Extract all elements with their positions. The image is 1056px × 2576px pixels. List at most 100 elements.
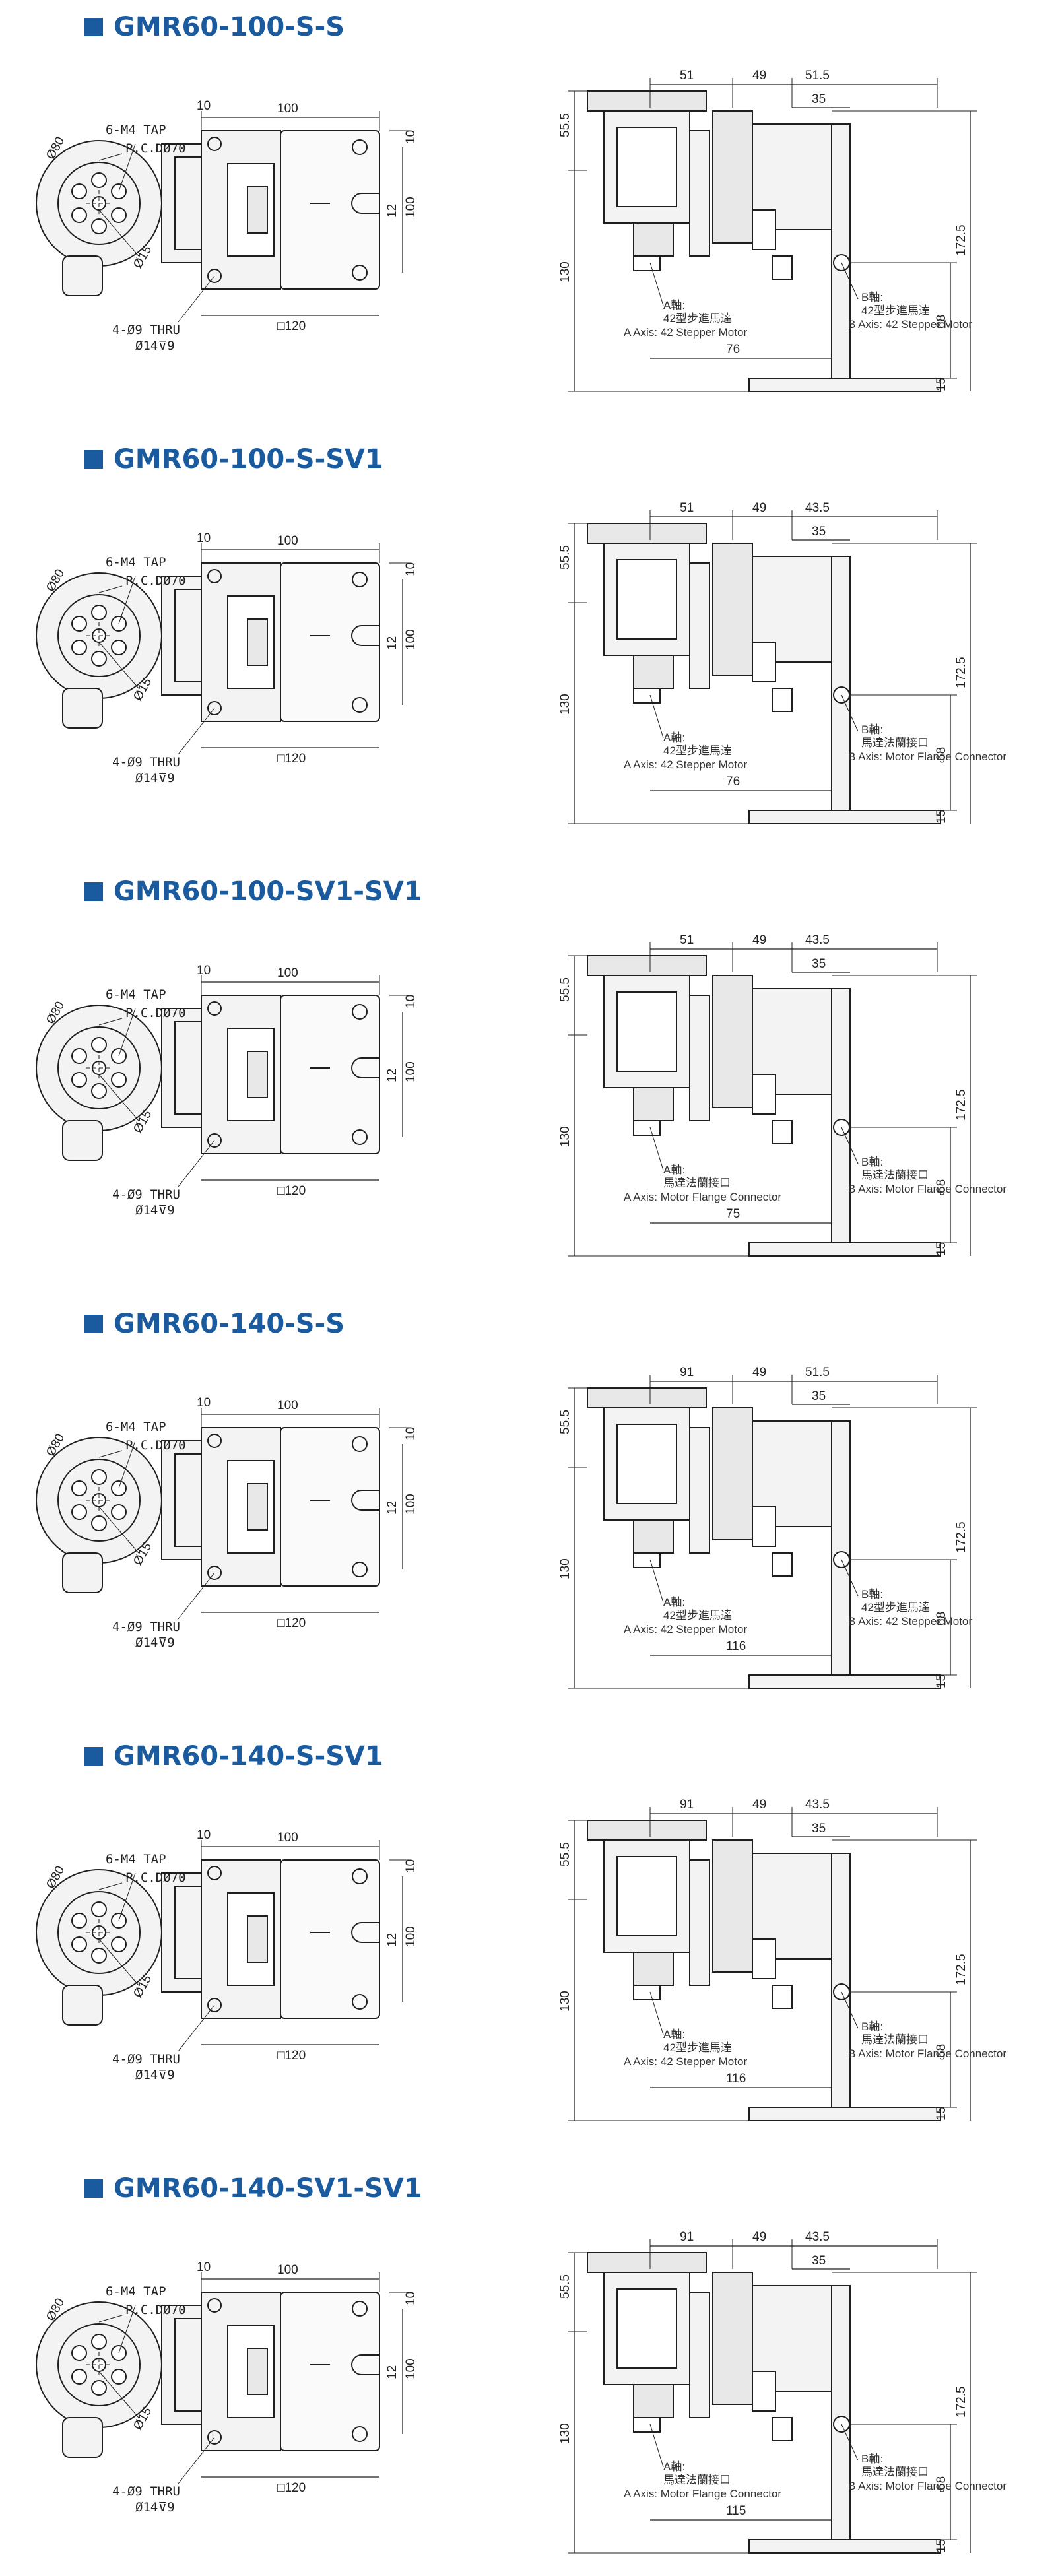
side-view [568,510,977,824]
label-35: 35 [812,2254,826,2268]
leader-15 [98,642,139,689]
housing-neck [161,1008,202,1128]
label-15: 15 [935,378,948,391]
tap-hole [111,1072,127,1088]
label-10-right: 10 [404,1859,418,1873]
label-100-right: 100 [404,1494,418,1515]
leader-15 [98,1074,139,1121]
plate-bolt [352,1562,368,1577]
plate-bolt [352,1129,368,1145]
leader-b [841,1559,859,1597]
label-55-5: 55.5 [558,1410,572,1434]
a-axis-label-zh: A軸: [663,731,685,744]
tap-hole [91,218,107,234]
label-tap: 6-M4 TAP [106,2284,166,2299]
side-view-labels: 51 49 43.5 35 55.5 130 172.5 68 15 76 A軸… [558,501,1006,824]
plate-slot [351,2354,380,2375]
a-axis-label-zh: A軸: [663,299,685,312]
tap-hole [91,1469,107,1485]
output-plate [587,523,707,544]
a-axis-label-zh2: 42型步進馬達 [663,2041,732,2054]
label-10: 10 [197,1828,211,1842]
a-axis-motor-detail [616,1424,677,1504]
housing-bolt [207,1434,222,1448]
bracket-upright [831,2285,851,2540]
flange-tab [62,688,103,729]
label-120: □120 [277,1184,306,1198]
tap-hole [71,2369,87,2385]
label-35: 35 [812,525,826,539]
gear-section [689,1427,710,1554]
output-plate [587,2252,707,2273]
label-130: 130 [558,2423,572,2444]
label-thru: 4-Ø9 THRU [112,323,180,337]
label-thru: 4-Ø9 THRU [112,1187,180,1202]
gear-plate [712,110,753,244]
flange-inner [57,1891,141,1974]
label-12: 12 [385,636,399,650]
gear-section [689,562,710,689]
tap-hole [111,207,127,223]
leader-b [841,1127,859,1164]
label-cbore: Ø14⊽9 [135,2068,175,2082]
label-49: 49 [752,933,766,947]
label-49: 49 [752,501,766,515]
tap-hole [71,1936,87,1952]
tap-hole [91,651,107,667]
a-axis-label-zh: A軸: [663,1596,685,1608]
gear-section [689,1859,710,1986]
variant-title: GMR60-140-S-SV1 [84,1741,383,1771]
front-view [36,543,409,755]
label-cbore: Ø14⊽9 [135,1203,175,1218]
plate-bolt [352,1436,368,1452]
gear-key [247,1051,268,1098]
b-axis-label-zh: B軸: [861,1156,883,1168]
side-view [568,1807,977,2121]
label-10: 10 [197,964,211,977]
leader-a [649,262,664,306]
housing-bolt [207,1001,222,1016]
housing-neck [161,1872,202,1993]
plate-bolt [352,139,368,155]
front-view-labels: 6-M4 TAP P.C.DØ70 Ø80 Ø15 4-Ø9 THRU Ø14⊽… [44,964,418,1218]
title-bullet [84,450,103,469]
a-axis-label-en: A Axis: Motor Flange Connector [624,1191,781,1203]
label-12: 12 [385,1069,399,1082]
gear-section [689,130,710,257]
housing-bolt [207,2430,222,2445]
a-axis-coupling [633,1519,674,1554]
plate-slot [351,625,380,646]
b-axis-label-zh2: 42型步進馬達 [861,1601,930,1614]
leader-tap [118,1872,136,1921]
housing-bolt [207,1866,222,1880]
plate-slot [351,193,380,214]
a-axis-connector [633,1120,661,1136]
label-right-dim: 43.5 [805,2230,830,2244]
tap-hole [111,1936,127,1952]
tap-hole [91,1083,107,1099]
leader-pcd [98,2315,123,2323]
label-top-dim: 91 [680,1798,694,1812]
label-top-dim: 91 [680,1366,694,1379]
b-axis-label-zh2: 馬達法蘭接口 [861,1169,929,1181]
gear-plate [712,1407,753,1540]
a-axis-label-zh2: 馬達法蘭接口 [663,2474,731,2486]
plate-bolt [352,1868,368,1884]
label-pcd: P.C.DØ70 [125,1870,186,1885]
variant-title: GMR60-140-S-S [84,1309,345,1339]
label-130: 130 [558,1991,572,2012]
label-12: 12 [385,2365,399,2379]
gear-key [247,1915,268,1963]
label-100-right: 100 [404,629,418,650]
a-axis-label-zh: A軸: [663,1164,685,1176]
tap-hole [91,172,107,188]
drawing: 6-M4 TAP P.C.DØ70 Ø80 Ø15 4-Ø9 THRU Ø14⊽… [36,69,977,392]
tap-hole [91,605,107,620]
a-axis-label-en: A Axis: 42 Stepper Motor [624,1623,747,1635]
side-view-labels: 91 49 51.5 35 55.5 130 172.5 68 15 116 A… [558,1366,972,1688]
b-axis-label-zh: B軸: [861,2453,883,2465]
b-axis-label-zh: B軸: [861,291,883,304]
leader-a [649,694,664,739]
drawing: 6-M4 TAP P.C.DØ70 Ø80 Ø15 4-Ø9 THRU Ø14⊽… [36,1798,1006,2121]
leader-thru [178,1140,215,1187]
